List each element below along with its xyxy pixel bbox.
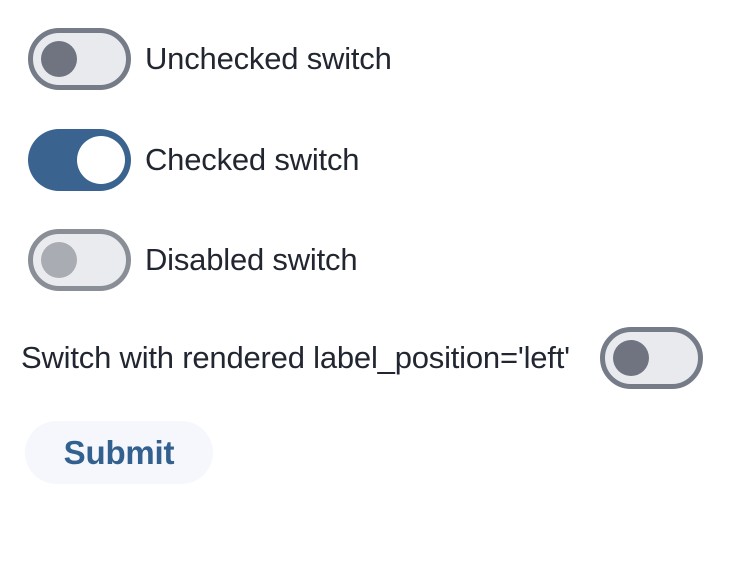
switch-label: Disabled switch [145,242,358,277]
switch-row: Unchecked switch [28,28,392,90]
switch-label: Checked switch [145,142,360,177]
switch-knob [613,340,649,376]
switch-label: Unchecked switch [145,41,392,76]
switch-knob [41,242,77,278]
checked-switch-toggle[interactable] [28,129,131,191]
switch-label: Switch with rendered label_position='lef… [21,340,570,375]
submit-button[interactable]: Submit [25,421,213,484]
switch-knob [77,136,125,184]
disabled-switch-toggle [28,229,131,291]
unchecked-switch-toggle[interactable] [28,28,131,90]
submit-button-label: Submit [63,433,175,471]
switch-row: Disabled switch [28,229,358,291]
switch-row: Switch with rendered label_position='lef… [21,327,716,389]
switch-knob [41,41,77,77]
switch-row: Checked switch [28,129,359,191]
label-left-switch-toggle[interactable] [600,327,703,389]
